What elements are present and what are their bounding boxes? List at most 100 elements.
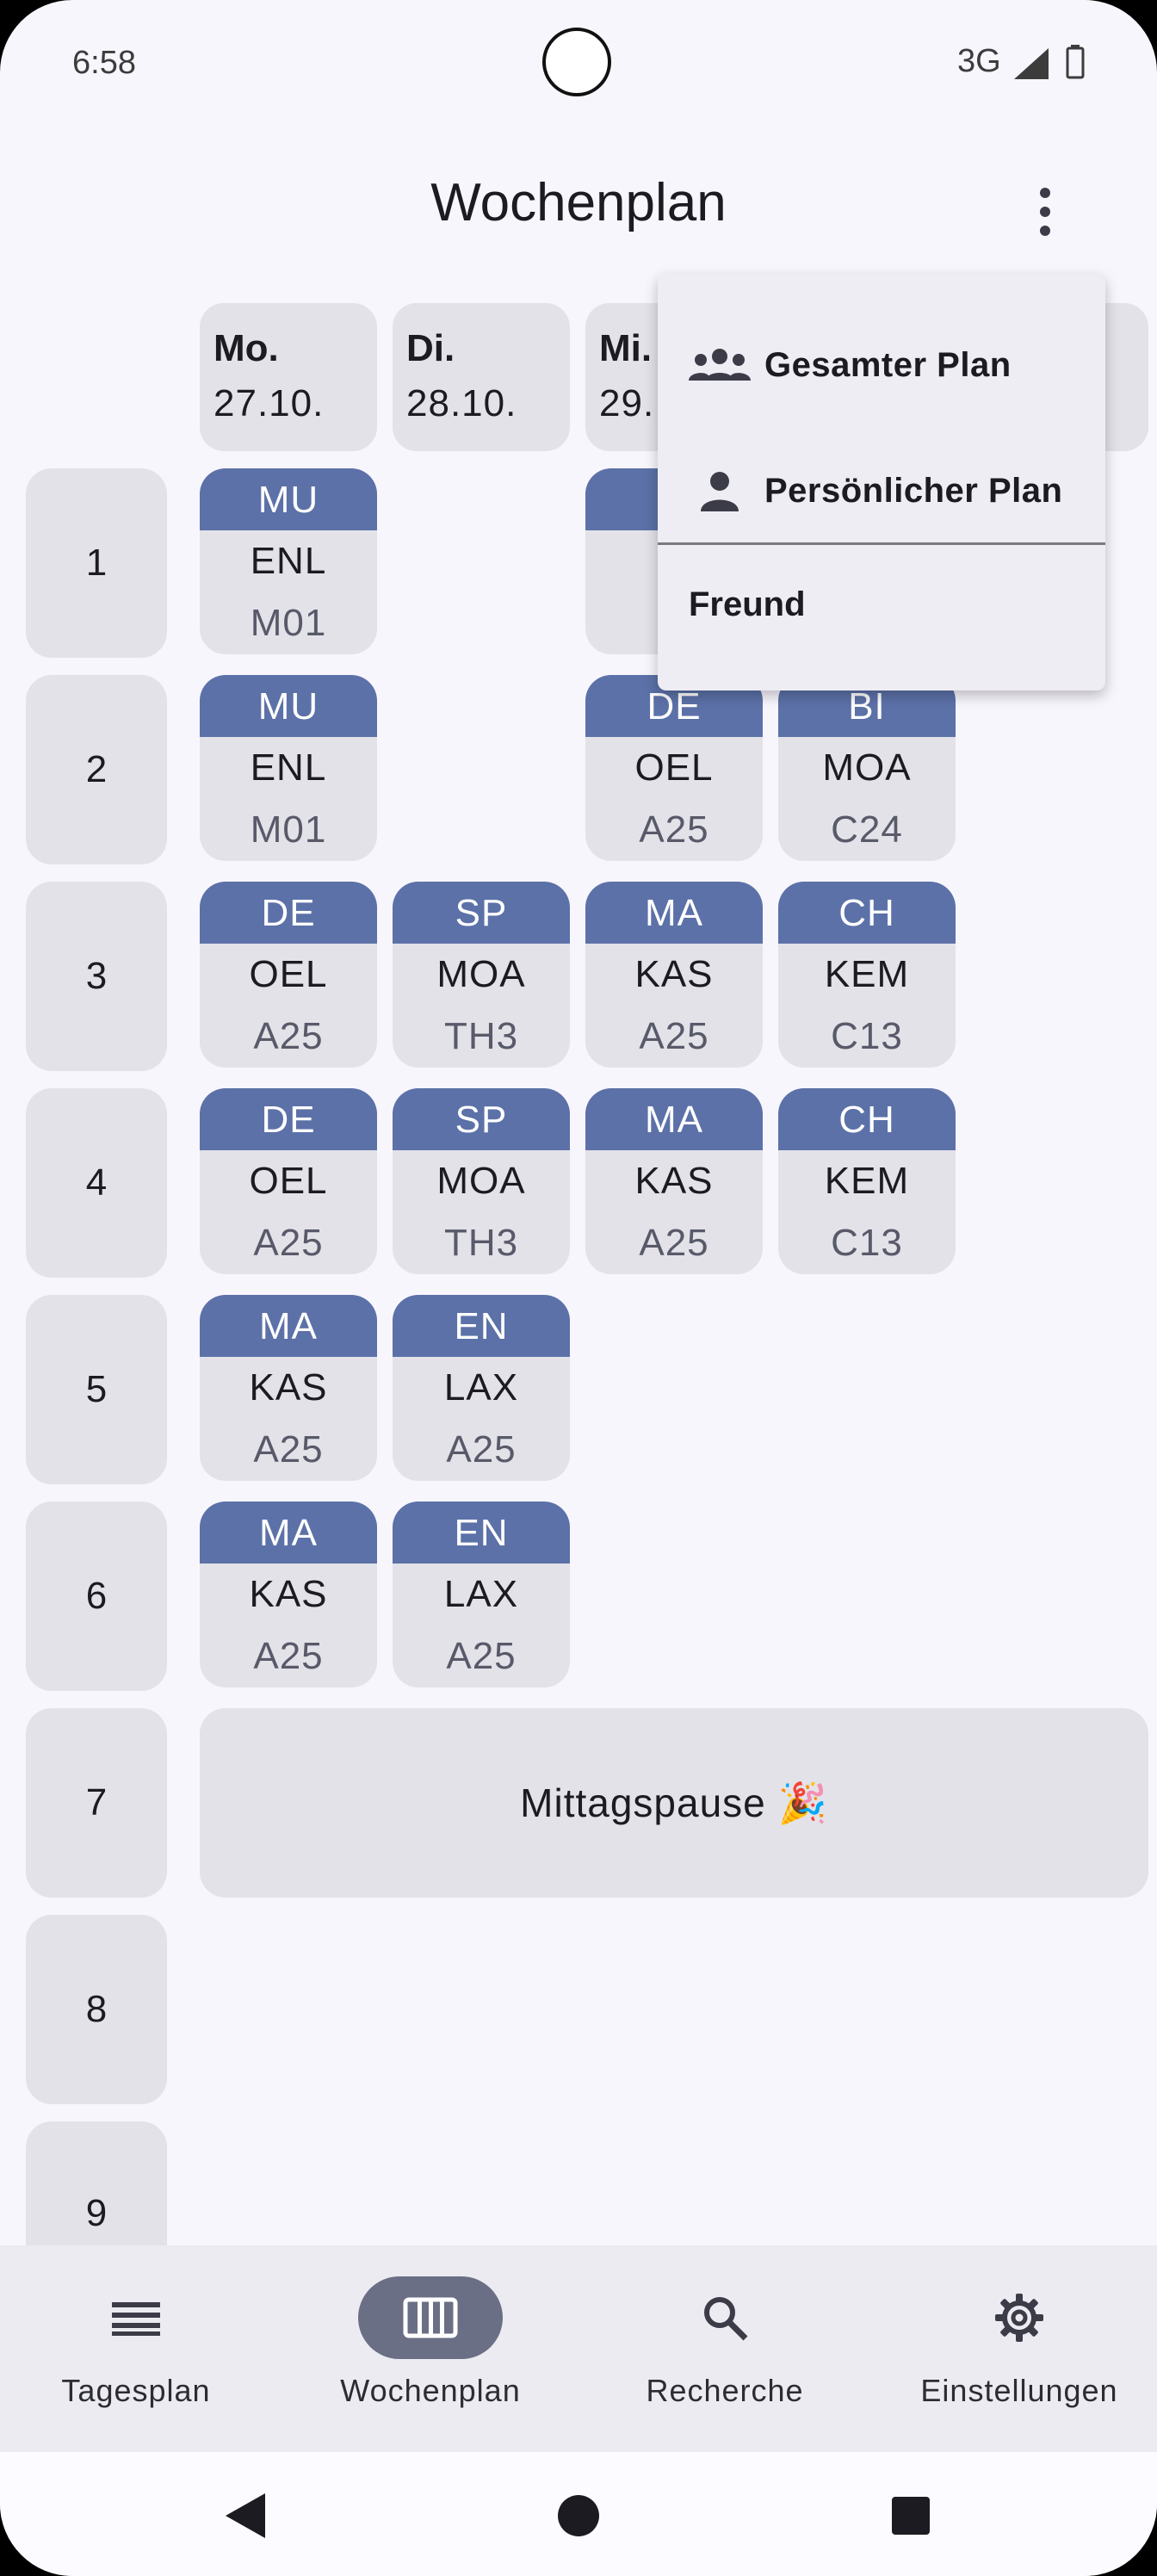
lesson-teacher: LAX [443,1366,519,1409]
day-date: 29. [599,382,655,424]
period-label: 6 [26,1502,167,1691]
lesson-teacher: MOA [436,953,526,995]
lesson-cell[interactable]: EN LAX A25 [393,1502,570,1687]
lesson-cell[interactable]: MA KAS A25 [585,882,763,1068]
nav-tagesplan[interactable]: Tagesplan [7,2245,296,2452]
lesson-room: C13 [831,1222,903,1264]
nav-recherche[interactable]: Recherche [596,2245,885,2452]
list-icon [64,2276,208,2359]
menu-item-label: Gesamter Plan [764,345,1012,384]
menu-divider [658,542,1105,545]
search-icon [653,2276,797,2359]
day-date: 27.10. [213,382,325,424]
period-label: 3 [26,882,167,1071]
lesson-subject: DE [200,882,377,944]
lesson-cell[interactable]: CH KEM C13 [778,1088,956,1274]
period-label: 1 [26,468,167,658]
lesson-subject: EN [393,1295,570,1357]
lesson-teacher: ENL [250,746,327,789]
lesson-cell[interactable]: CH KEM C13 [778,882,956,1068]
nav-label: Recherche [646,2373,804,2408]
recents-icon[interactable] [890,2495,931,2536]
day-name: Di. [406,327,455,369]
day-header-monday: Mo. 27.10. [200,303,377,451]
menu-item-persoenlicher-plan[interactable]: Persönlicher Plan [658,430,1105,551]
week-grid-icon [358,2276,503,2359]
back-icon[interactable] [222,2492,267,2540]
nav-label: Wochenplan [340,2373,521,2408]
day-header-tuesday: Di. 28.10. [393,303,570,451]
page-title: Wochenplan [430,173,727,232]
lesson-subject: MU [200,468,377,530]
lesson-teacher: KAS [249,1366,328,1409]
nav-wochenplan[interactable]: Wochenplan [301,2245,591,2452]
status-bar: 6:58 3G [0,0,1157,129]
lesson-cell[interactable]: DE OEL A25 [200,1088,377,1274]
lesson-teacher: MOA [822,746,912,789]
day-name: Mi. [599,327,653,369]
period-label: 7 [26,1708,167,1898]
lesson-room: M01 [250,808,327,851]
lesson-cell[interactable]: DE OEL A25 [585,675,763,861]
lesson-teacher: KAS [249,1573,328,1615]
lesson-cell[interactable]: SP MOA TH3 [393,1088,570,1274]
gear-icon [947,2276,1092,2359]
lesson-room: A25 [446,1428,517,1471]
lesson-subject: MA [200,1295,377,1357]
lesson-teacher: KEM [824,953,910,995]
overflow-menu: Gesamter Plan Persönlicher Plan Freund [658,274,1105,690]
lesson-room: A25 [253,1635,324,1677]
period-label: 8 [26,1915,167,2104]
day-name: Mo. [213,327,279,369]
network-type: 3G [957,43,1001,79]
lesson-room: C24 [831,808,903,851]
more-options-icon[interactable] [1026,177,1064,246]
lesson-room: A25 [253,1222,324,1264]
lesson-subject: MA [200,1502,377,1564]
lesson-teacher: LAX [443,1573,519,1615]
lesson-teacher: KAS [634,953,714,995]
lesson-cell[interactable]: MA KAS A25 [200,1295,377,1481]
person-icon [689,465,751,517]
lunch-break-cell: Mittagspause 🎉 [200,1708,1148,1898]
lesson-room: A25 [446,1635,517,1677]
nav-label: Tagesplan [61,2373,211,2408]
lesson-teacher: KEM [824,1160,910,1202]
period-label: 4 [26,1088,167,1278]
lesson-cell[interactable]: BI MOA C24 [778,675,956,861]
lesson-cell[interactable]: DE OEL A25 [200,882,377,1068]
nav-label: Einstellungen [920,2373,1118,2408]
lesson-room: TH3 [443,1015,519,1057]
menu-section-friend[interactable]: Freund [689,585,806,623]
menu-item-label: Persönlicher Plan [764,471,1063,510]
home-icon[interactable] [556,2493,601,2538]
signal-icon [1014,48,1049,79]
lesson-room: M01 [250,602,327,644]
period-label: 2 [26,675,167,864]
bottom-navigation: Tagesplan Wochenplan Recherche [0,2245,1157,2452]
lesson-subject: DE [200,1088,377,1150]
nav-einstellungen[interactable]: Einstellungen [890,2245,1157,2452]
lesson-room: A25 [639,1015,709,1057]
lesson-subject: MA [585,882,763,944]
lesson-room: A25 [253,1428,324,1471]
battery-icon [1066,45,1085,79]
lesson-subject: EN [393,1502,570,1564]
menu-item-gesamter-plan[interactable]: Gesamter Plan [658,305,1105,425]
lesson-cell[interactable]: MA KAS A25 [200,1502,377,1687]
lesson-room: A25 [639,1222,709,1264]
lesson-subject: MA [585,1088,763,1150]
system-navigation-bar [0,2452,1157,2576]
lesson-subject: SP [393,1088,570,1150]
lesson-cell[interactable]: MU ENL M01 [200,675,377,861]
lesson-cell[interactable]: MA KAS A25 [585,1088,763,1274]
lesson-teacher: OEL [249,1160,328,1202]
lesson-cell[interactable]: EN LAX A25 [393,1295,570,1481]
lesson-subject: CH [778,1088,956,1150]
camera-cutout [542,28,611,96]
lesson-cell[interactable]: MU ENL M01 [200,468,377,654]
group-icon [689,339,751,391]
lesson-cell[interactable]: SP MOA TH3 [393,882,570,1068]
lesson-subject: SP [393,882,570,944]
